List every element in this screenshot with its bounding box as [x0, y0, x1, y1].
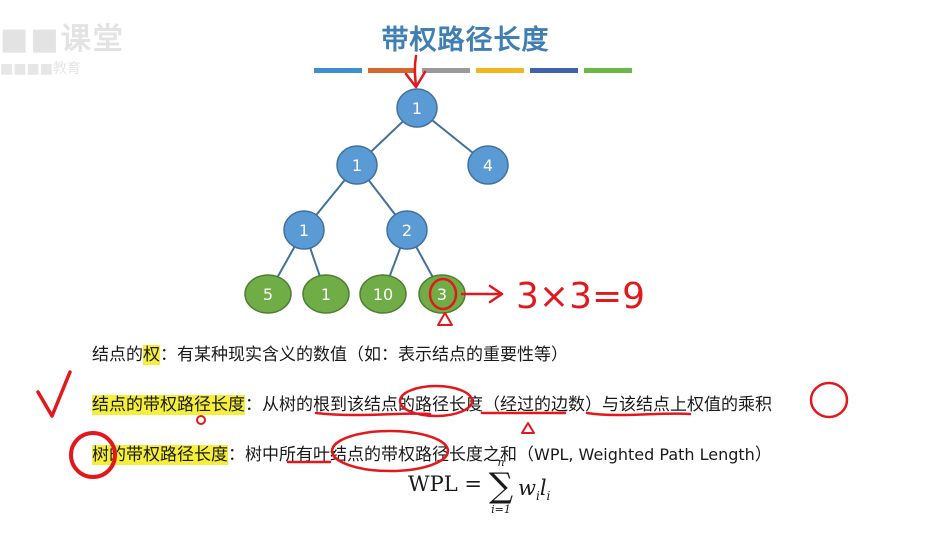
- formula-lower-limit: i=1: [491, 503, 511, 516]
- formula-lhs: WPL =: [408, 472, 482, 496]
- definition-weight: 结点的权：有某种现实含义的数值（如：表示结点的重要性等）: [92, 340, 568, 365]
- triangle-mark-icon: [521, 422, 535, 434]
- def3-text-end: ）: [754, 445, 772, 465]
- circle-mark-icon: [809, 381, 849, 419]
- definition-node-wpl: 结点的带权路径长度：从树的根到该结点的路径长度（经过的边数）与该结点上权值的乘积: [92, 390, 772, 415]
- node-label: 1: [299, 221, 309, 240]
- formula-sum: n ∑ i=1: [486, 456, 516, 516]
- color-bar-segment: [530, 68, 578, 73]
- node-label: 5: [263, 285, 273, 304]
- node-label: 4: [483, 156, 493, 175]
- slide-title: 带权路径长度: [381, 25, 550, 56]
- node-label: 2: [402, 221, 412, 240]
- leaf-node: 1: [302, 274, 350, 314]
- formula-upper-limit: n: [497, 456, 505, 469]
- def2-text: ：从树的根到该结点的路径长度（经过的边数）与该结点上权值的乘积: [245, 395, 772, 415]
- watermark-logo: ■■课堂: [0, 22, 125, 57]
- color-bar-segment: [314, 68, 362, 73]
- definition-tree-wpl: 树的带权路径长度：树中所有叶结点的带权路径长度之和（WPL, Weighted …: [92, 440, 772, 465]
- tree-node: 1: [396, 88, 438, 128]
- tree-node: 2: [386, 210, 428, 250]
- node-label: 1: [412, 99, 422, 118]
- node-label: 1: [321, 285, 331, 304]
- wpl-formula: WPL = n ∑ i=1 wili: [408, 456, 550, 516]
- node-label: 10: [373, 285, 393, 304]
- node-label: 3: [437, 285, 447, 304]
- check-mark-icon: [36, 370, 72, 418]
- def1-term: 权: [143, 345, 160, 365]
- def3-text-en: WPL, Weighted Path Length: [534, 445, 755, 464]
- watermark-subtitle: ■■■■教育: [0, 61, 81, 77]
- formula-term: wili: [518, 476, 551, 504]
- leaf-node: 5: [244, 274, 292, 314]
- def2-term: 结点的带权路径长度: [92, 395, 245, 415]
- def3-term: 树的带权路径长度: [92, 445, 228, 465]
- tree-diagram: 1 1 4 1 2 5 1 10 3: [244, 88, 509, 314]
- tree-node: 4: [467, 145, 509, 185]
- color-bar-segment: [584, 68, 632, 73]
- leaf-node: 10: [359, 274, 407, 314]
- color-bar-segment: [422, 68, 470, 73]
- color-bar-segment: [476, 68, 524, 73]
- leaf-node: 3: [418, 274, 466, 314]
- sigma-icon: ∑: [488, 466, 514, 506]
- tree-node: 1: [283, 210, 325, 250]
- def1-text: ：有某种现实含义的数值（如：表示结点的重要性等）: [160, 345, 568, 365]
- color-bar-segment: [368, 68, 416, 73]
- circle-mark-icon: [196, 415, 206, 425]
- def1-prefix: 结点的: [92, 345, 143, 365]
- node-label: 1: [352, 156, 362, 175]
- tree-node: 1: [336, 145, 378, 185]
